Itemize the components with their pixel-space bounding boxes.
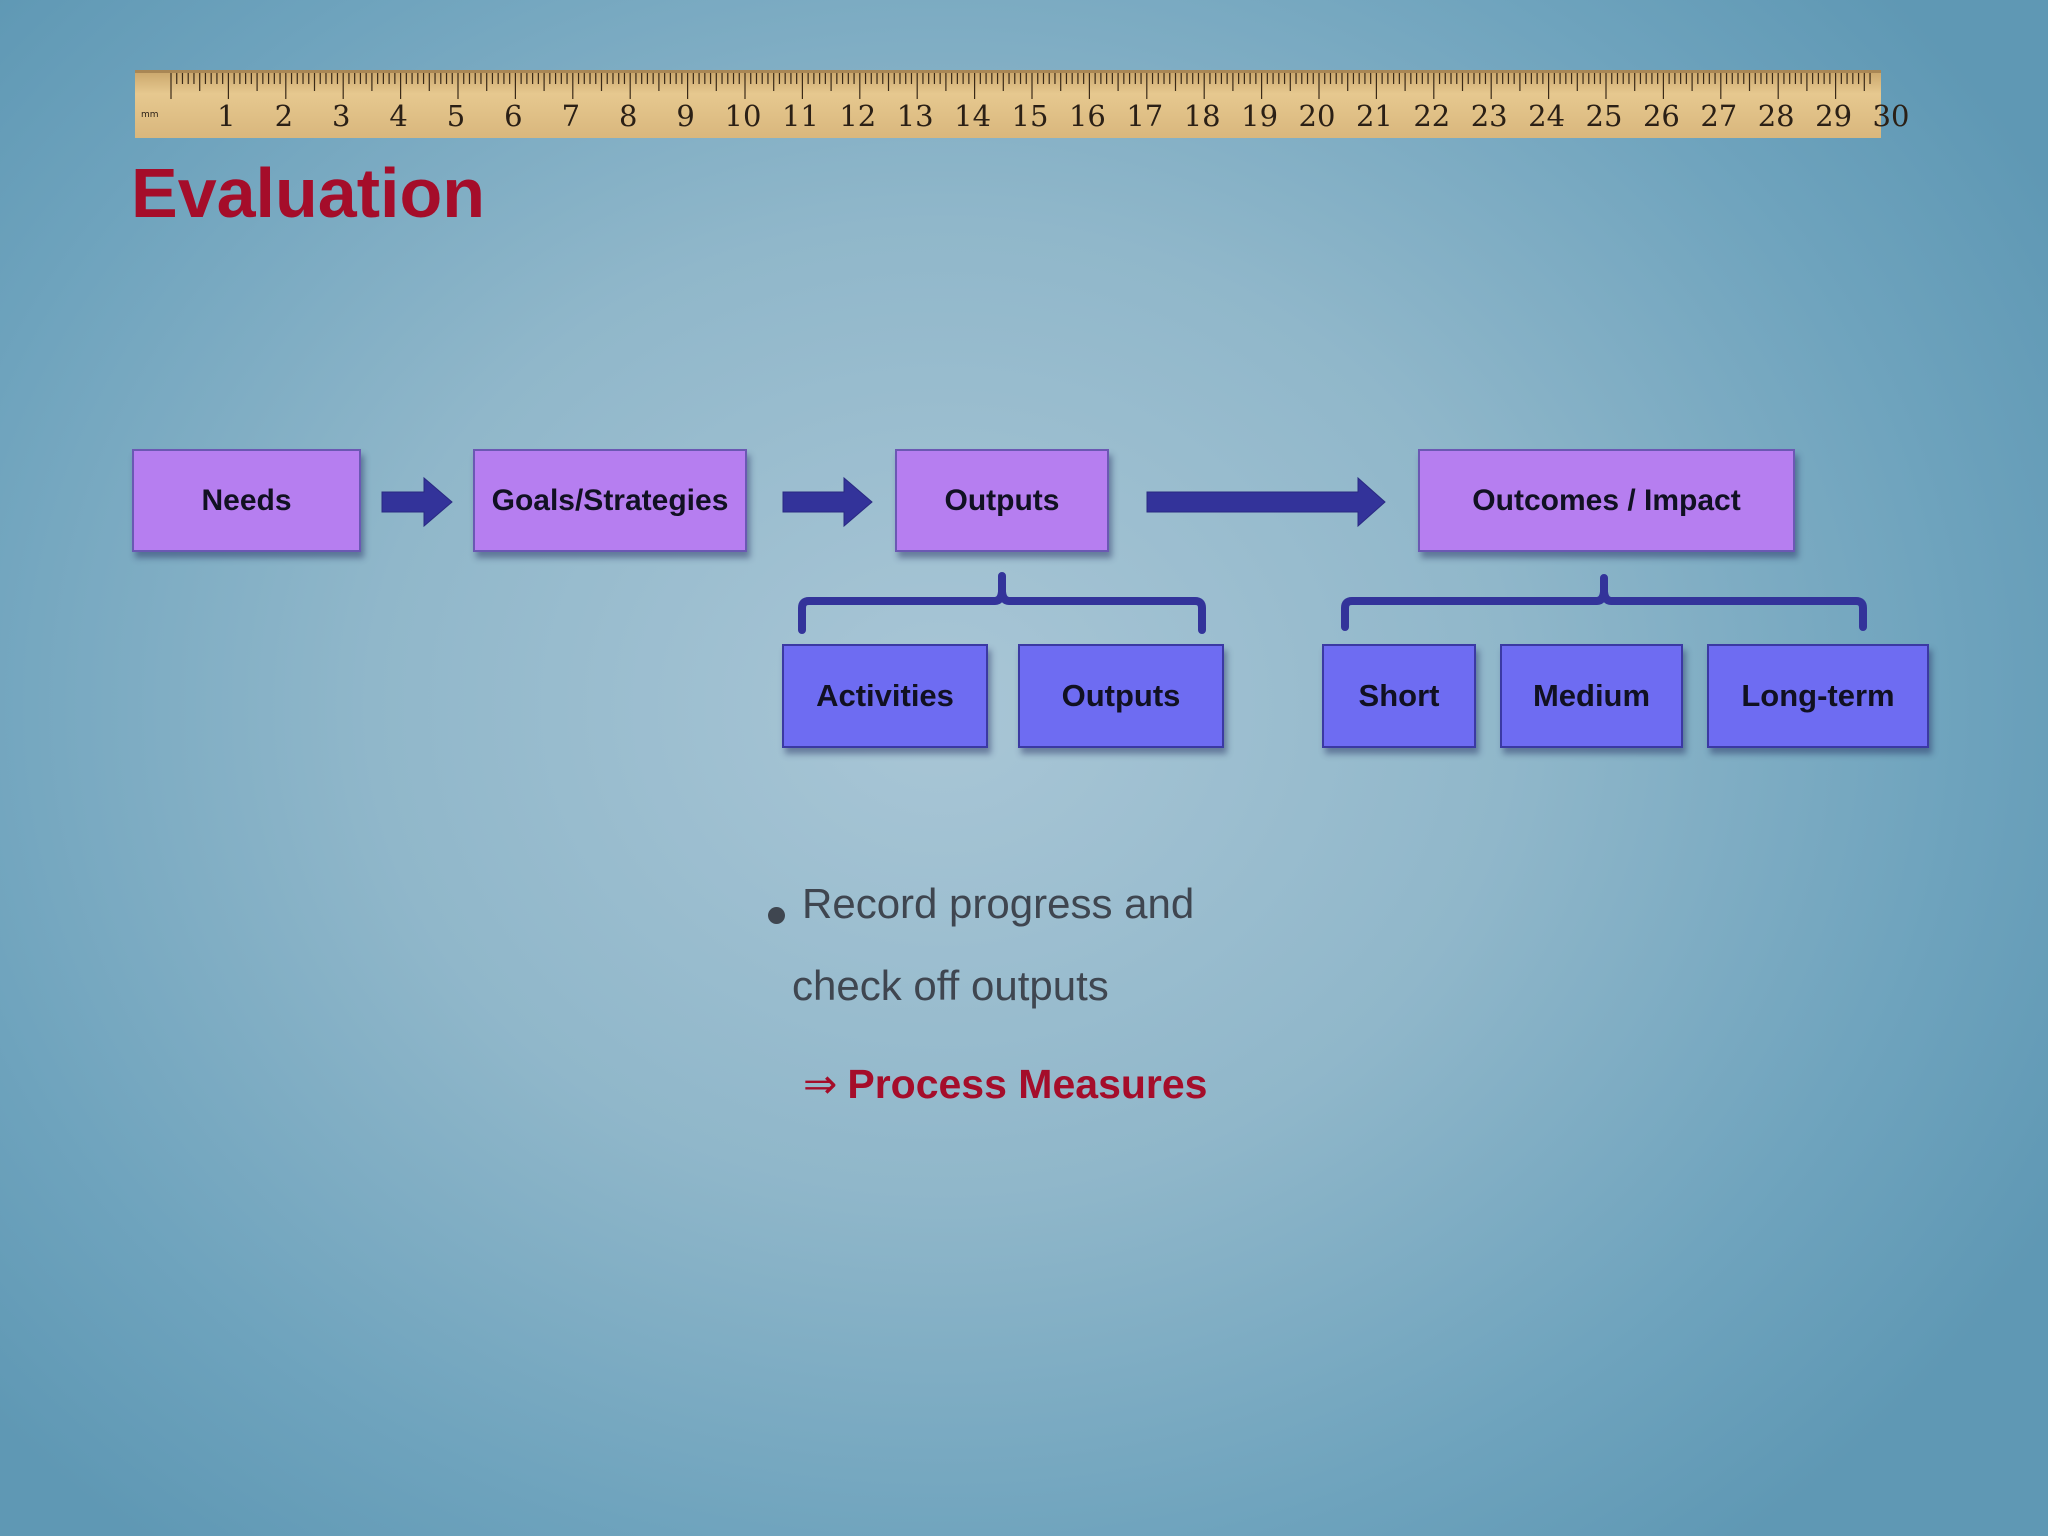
bullet-dot-icon (768, 907, 785, 924)
ruler-number: 2 (275, 99, 293, 133)
ruler-number: 8 (619, 99, 637, 133)
long-term-box: Long-term (1707, 644, 1929, 748)
ruler-number: 5 (447, 99, 465, 133)
ruler-number: 7 (562, 99, 580, 133)
outputs-box: Outputs (895, 449, 1109, 552)
ruler-number: 12 (839, 99, 876, 133)
ruler-number: 6 (504, 99, 522, 133)
goals-strategies-box: Goals/Strategies (473, 449, 747, 552)
ruler-number: 20 (1299, 99, 1336, 133)
ruler-number: 16 (1069, 99, 1106, 133)
ruler-number: 27 (1700, 99, 1737, 133)
ruler-number: 15 (1012, 99, 1049, 133)
long-term-label: Long-term (1741, 678, 1895, 713)
ruler-number: 23 (1471, 99, 1508, 133)
arrow-needs-to-goals (381, 476, 453, 528)
needs-label: Needs (201, 483, 292, 517)
ruler-number: 11 (782, 99, 819, 133)
arrow-outputs-to-outcomes (1146, 476, 1386, 528)
medium-box: Medium (1500, 644, 1683, 748)
ruler-number: 29 (1815, 99, 1852, 133)
ruler-number: 17 (1126, 99, 1163, 133)
ruler-number: 28 (1758, 99, 1795, 133)
ruler-top-edge (135, 70, 1881, 73)
process-measures-result: ⇒Process Measures (803, 1060, 1207, 1108)
sub-outputs-box: Outputs (1018, 644, 1224, 748)
short-box: Short (1322, 644, 1476, 748)
ruler-number: 4 (389, 99, 407, 133)
ruler-number: 22 (1413, 99, 1450, 133)
ruler-number: 1 (217, 99, 235, 133)
ruler-number: 18 (1184, 99, 1221, 133)
arrow-goals-to-outputs (782, 476, 873, 528)
ruler-number: 10 (725, 99, 762, 133)
implies-arrow-icon: ⇒ (803, 1060, 838, 1108)
ruler-number: 26 (1643, 99, 1680, 133)
brace-outcomes (1341, 574, 1867, 631)
ruler-number: 13 (897, 99, 934, 133)
ruler-number: 19 (1241, 99, 1278, 133)
ruler-number: 14 (954, 99, 991, 133)
bullet-line-2: check off outputs (792, 962, 1109, 1009)
ruler-number: 30 (1873, 99, 1910, 133)
brace-outputs (798, 572, 1206, 634)
process-measures-label: Process Measures (847, 1061, 1208, 1107)
ruler-number: 24 (1528, 99, 1565, 133)
ruler-number: 21 (1356, 99, 1393, 133)
sub-outputs-label: Outputs (1061, 678, 1181, 713)
ruler-body (135, 70, 1881, 138)
ruler-number: 3 (332, 99, 350, 133)
ruler-ticks (170, 73, 1871, 99)
short-label: Short (1358, 678, 1440, 713)
goals-strategies-label: Goals/Strategies (491, 483, 729, 517)
page-title: Evaluation (131, 154, 485, 232)
outcomes-impact-label: Outcomes / Impact (1472, 483, 1741, 517)
activities-label: Activities (816, 678, 954, 713)
medium-label: Medium (1532, 678, 1651, 713)
bullet-line-1: Record progress and (802, 880, 1195, 927)
activities-box: Activities (782, 644, 988, 748)
ruler-number: 25 (1586, 99, 1623, 133)
outputs-label: Outputs (944, 483, 1060, 517)
ruler-number: 9 (676, 99, 694, 133)
ruler-unit-label: mm (141, 110, 159, 120)
needs-box: Needs (132, 449, 361, 552)
outcomes-impact-box: Outcomes / Impact (1418, 449, 1795, 552)
